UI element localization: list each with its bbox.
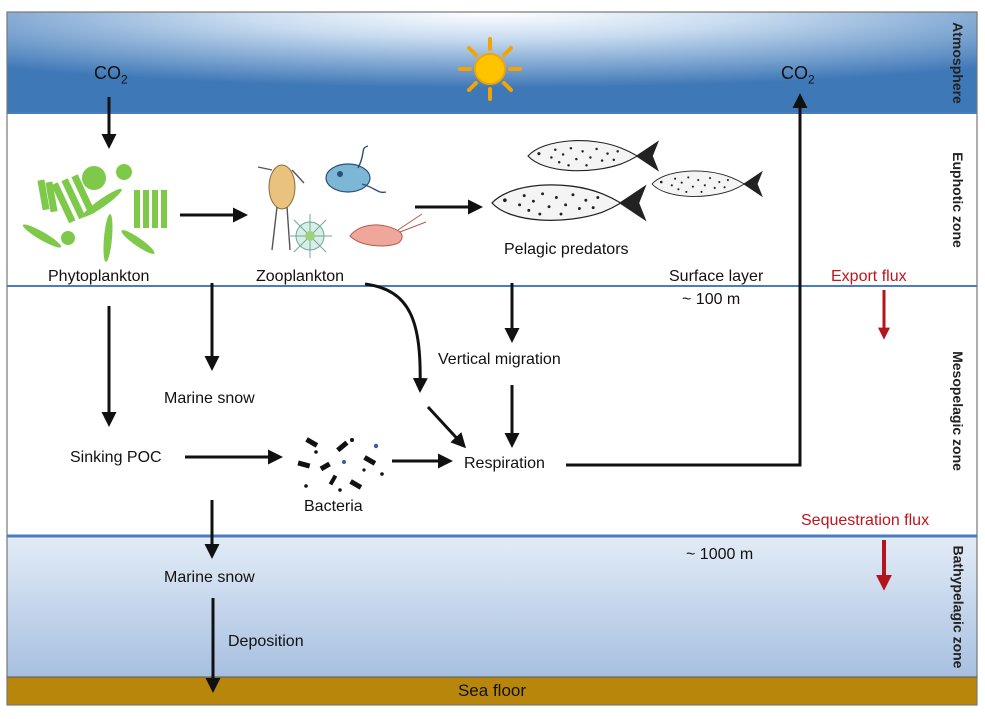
export-flux-label: Export flux xyxy=(831,268,907,285)
depth-1000-label: ~ 1000 m xyxy=(686,546,754,563)
phytoplankton-label: Phytoplankton xyxy=(48,268,150,285)
arrow-diagonal-to-respiration xyxy=(426,405,467,449)
respiration-label: Respiration xyxy=(464,455,545,472)
bathypelagic-band xyxy=(7,536,977,677)
euphotic-band xyxy=(7,113,977,286)
sinking-poc-label: Sinking POC xyxy=(70,449,162,466)
zone-label-bathypelagic: Bathypelagic zone xyxy=(950,545,967,668)
surface-layer-label: Surface layer xyxy=(669,268,764,285)
zooplankton-label: Zooplankton xyxy=(256,268,345,285)
sequestration-flux-label: Sequestration flux xyxy=(801,512,930,529)
sea-floor-label: Sea floor xyxy=(457,681,527,700)
marine-snow-lower-label: Marine snow xyxy=(164,569,255,586)
sun-icon xyxy=(458,37,522,101)
vertical-migration-label: Vertical migration xyxy=(438,351,561,368)
phytoplankton-icon xyxy=(22,164,167,262)
sea-floor-band xyxy=(7,677,977,705)
pelagic-predators-label: Pelagic predators xyxy=(504,241,629,258)
flow-arrows xyxy=(101,93,808,693)
co2-right-label: CO2 xyxy=(781,63,815,87)
zone-label-atmosphere: Atmosphere xyxy=(950,21,966,104)
arrow-respiration-to-co2 xyxy=(566,93,808,467)
depth-100-label: ~ 100 m xyxy=(682,291,741,308)
co2-left-label: CO2 xyxy=(94,63,128,87)
bacteria-label: Bacteria xyxy=(304,498,363,515)
zone-label-euphotic: Euphotic zone xyxy=(950,151,967,248)
marine-snow-upper-label: Marine snow xyxy=(164,390,255,407)
mesopelagic-band xyxy=(7,286,977,536)
bacteria-icon xyxy=(297,437,384,492)
zooplankton-icon xyxy=(257,145,427,258)
zone-label-mesopelagic: Mesopelagic zone xyxy=(950,351,966,471)
deposition-label: Deposition xyxy=(228,633,304,650)
arrow-zooplankton-curve-to-respiration xyxy=(364,282,428,393)
